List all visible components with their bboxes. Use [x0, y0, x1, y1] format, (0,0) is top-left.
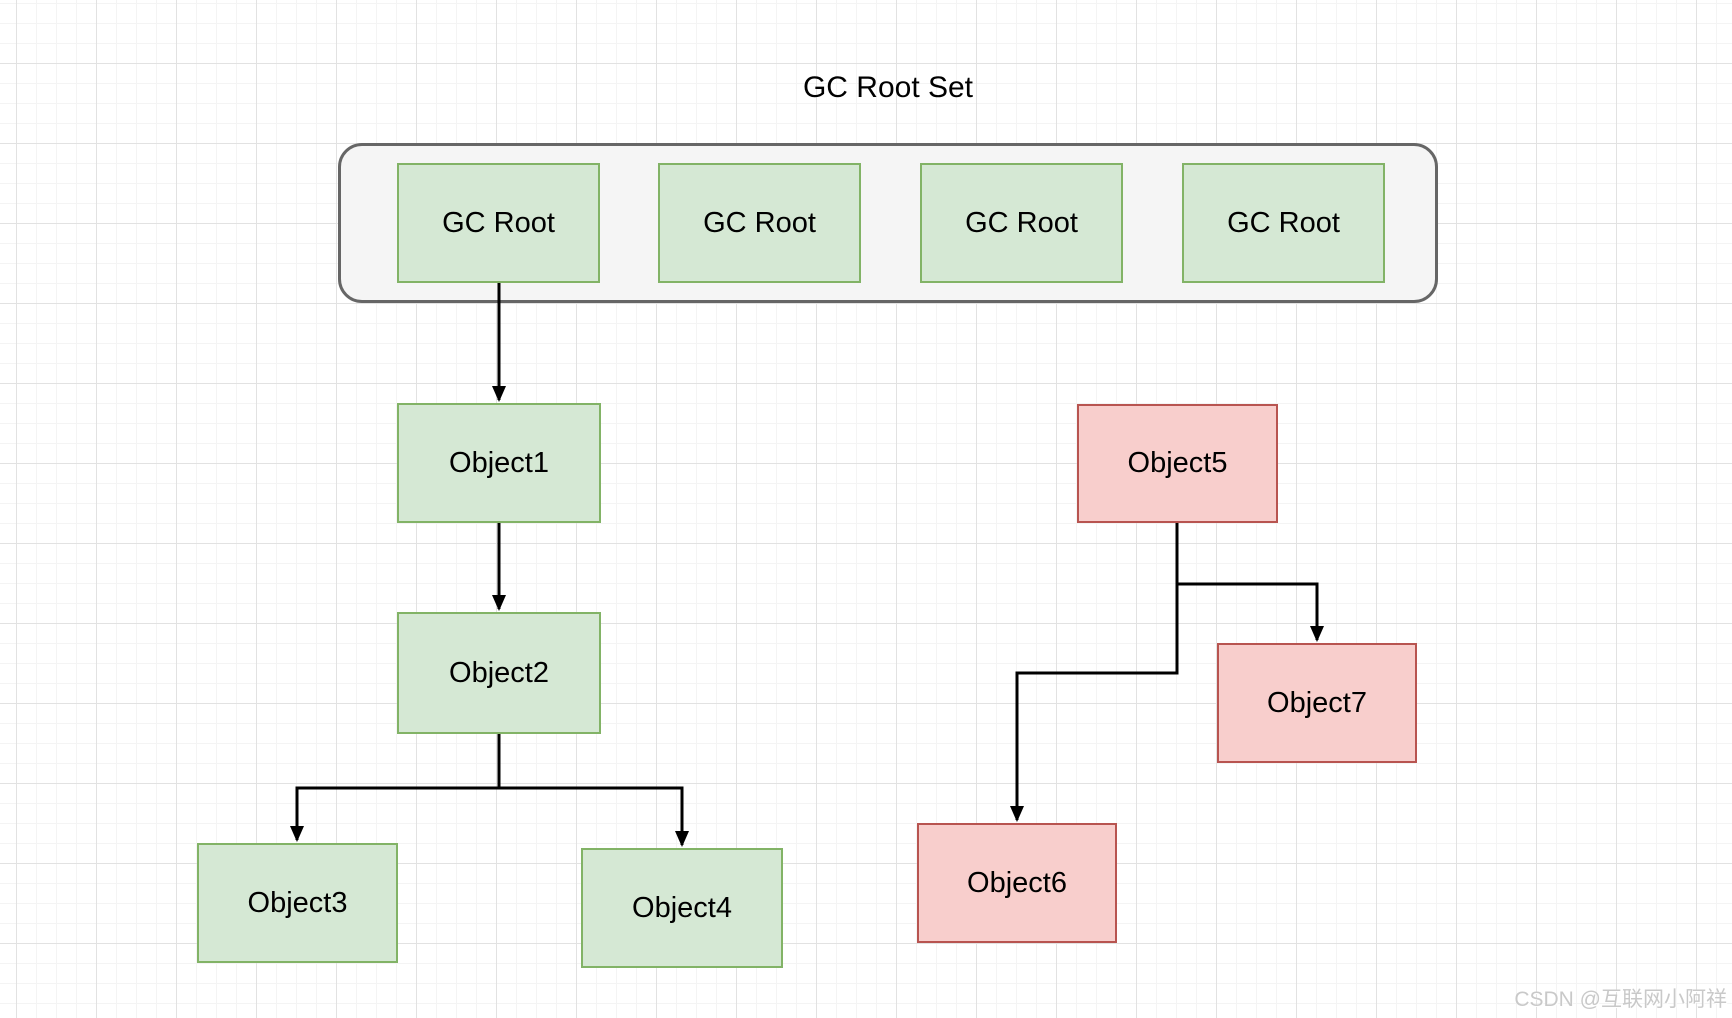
node-object3: Object3 — [197, 843, 398, 963]
node-gc-root-4: GC Root — [1182, 163, 1385, 283]
node-label: GC Root — [703, 206, 816, 239]
node-label: Object6 — [967, 866, 1067, 899]
node-label: Object1 — [449, 446, 549, 479]
node-label: Object2 — [449, 656, 549, 689]
edge-object5-object6 — [1010, 523, 1179, 822]
node-label: GC Root — [1227, 206, 1340, 239]
node-label: Object5 — [1127, 447, 1228, 479]
edge-object5-object7 — [1175, 523, 1324, 642]
edge-object2-object3 — [290, 734, 501, 842]
node-label: Object7 — [1267, 686, 1367, 719]
node-label: GC Root — [965, 206, 1078, 239]
node-label: GC Root — [442, 206, 555, 239]
node-gc-root-1: GC Root — [397, 163, 600, 283]
node-object6: Object6 — [917, 823, 1117, 943]
node-label: Object3 — [247, 886, 348, 919]
node-object4: Object4 — [581, 848, 783, 968]
edge-object2-object4 — [499, 786, 689, 847]
node-object2: Object2 — [397, 612, 601, 734]
node-label: Object4 — [632, 891, 732, 924]
diagram-title: GC Root Set — [802, 71, 974, 104]
node-object7: Object7 — [1217, 643, 1417, 763]
node-gc-root-2: GC Root — [658, 163, 861, 283]
node-object1: Object1 — [397, 403, 601, 523]
node-gc-root-3: GC Root — [920, 163, 1123, 283]
node-object5: Object5 — [1077, 404, 1278, 523]
watermark: CSDN @互联网小阿祥 — [1514, 988, 1727, 1011]
